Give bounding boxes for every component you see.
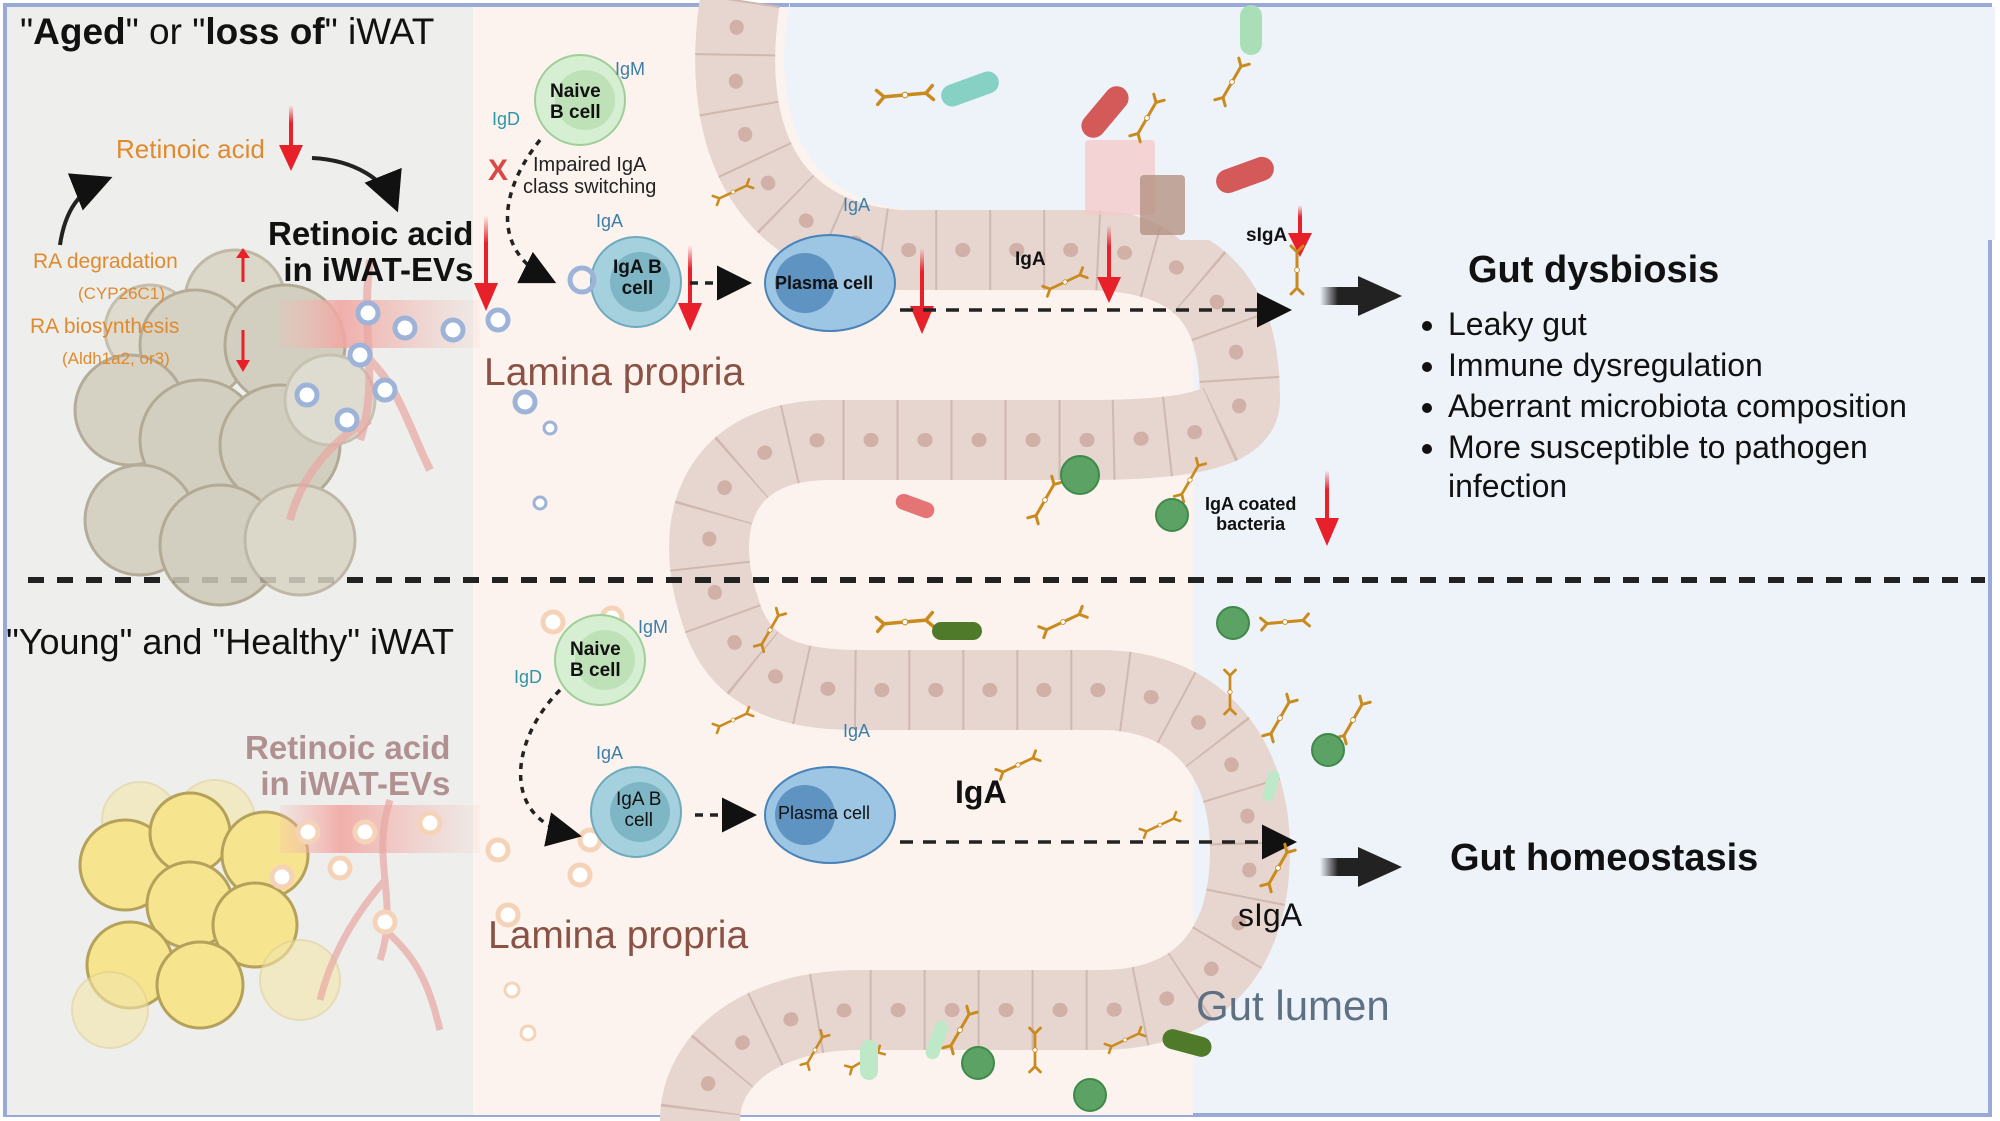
- ra-in-evs-line1: Retinoic acid: [245, 729, 451, 766]
- plasma-cell-label-top: Plasma cell: [775, 273, 874, 293]
- plasma-cell-top: [764, 234, 896, 332]
- top-panel-title: "Aged" or "loss of" iWAT: [20, 11, 435, 53]
- iga-b-cell-label-bottom: IgA B cell: [616, 789, 662, 832]
- iga-coated-bacteria-label: IgA coated bacteria: [1205, 494, 1297, 535]
- naive-line1: Naive: [550, 81, 601, 102]
- dying-epithelial-cell: [1140, 175, 1185, 235]
- igd-label-bottom: IgD: [514, 667, 543, 687]
- naive-b-cell-bottom: [554, 614, 646, 706]
- block-x-icon: X: [488, 154, 508, 187]
- consequence-item: More susceptible to pathogen infection: [1448, 428, 1888, 506]
- lamina-propria-label-bottom: Lamina propria: [488, 914, 749, 957]
- naive-b-cell-label-top: Naive B cell: [550, 81, 601, 124]
- igm-label-top: IgM: [615, 59, 646, 79]
- iga-secreted-label-top: IgA: [1015, 249, 1046, 270]
- igd-label-top: IgD: [492, 109, 521, 129]
- title-part: " or ": [125, 11, 206, 52]
- outcome-arrow-bottom: [1320, 847, 1402, 887]
- plasma-cell-label-bottom: Plasma cell: [778, 803, 871, 823]
- capillaries-bottom: [316, 798, 444, 1031]
- damaged-epithelial-cells: [1085, 140, 1155, 215]
- gut-homeostasis-title: Gut homeostasis: [1450, 837, 1759, 879]
- ra-in-evs-bottom: Retinoic acid in iWAT-EVs: [245, 729, 451, 803]
- retinoic-acid-label: Retinoic acid: [116, 134, 265, 164]
- ra-in-evs-top: Retinoic acid in iWAT-EVs: [268, 215, 474, 289]
- title-part-bold: Aged: [33, 11, 126, 52]
- naive-b-cell-top: [534, 54, 626, 146]
- ev-docking-top: [567, 265, 597, 295]
- plasma-iga-label-bottom: IgA: [843, 721, 871, 741]
- impaired-class-switching-note: Impaired IgA class switching: [523, 154, 656, 198]
- lamina-propria-label-top: Lamina propria: [484, 351, 745, 394]
- consequence-item: Aberrant microbiota composition: [1448, 387, 1992, 426]
- naive-line2: B cell: [570, 659, 621, 681]
- iga-b-cell-top: [590, 236, 682, 328]
- iga-secreted-label-bottom: IgA: [955, 774, 1007, 810]
- title-part-bold: loss of: [205, 11, 325, 52]
- naive-line1: Naive: [570, 639, 621, 660]
- iga-b-cell-iga-label-bottom: IgA: [596, 743, 624, 763]
- iga-b-line2: cell: [621, 277, 654, 299]
- impaired-line1: Impaired IgA: [533, 154, 647, 176]
- coated-line2: bacteria: [1216, 513, 1286, 534]
- gut-dysbiosis-title: Gut dysbiosis: [1468, 249, 1720, 291]
- iga-b-line1: IgA B: [613, 257, 662, 278]
- coated-line1: IgA coated: [1205, 494, 1297, 514]
- class-switch-path-bottom: [518, 688, 582, 847]
- title-part: ": [20, 11, 34, 52]
- decrease-arrows-top: [236, 105, 1339, 546]
- siga-label-top: sIgA: [1246, 225, 1288, 246]
- ra-in-evs-line2: in iWAT-EVs: [283, 251, 474, 289]
- ra-degradation-label: RA degradation: [33, 250, 178, 273]
- evs-bottom: [272, 608, 622, 1042]
- plasma-cell-bottom: [764, 766, 896, 864]
- ra-cycle-arrow-right: [311, 156, 402, 213]
- outcome-arrow-top: [1320, 276, 1402, 316]
- consequence-item: Leaky gut: [1448, 305, 1992, 344]
- siga-label-bottom: sIgA: [1238, 897, 1303, 933]
- iga-b-line1: IgA B: [616, 789, 662, 810]
- bacteria: [860, 5, 1280, 1080]
- ra-in-evs-line2: in iWAT-EVs: [260, 765, 451, 803]
- iga-b-cell-bottom: [590, 766, 682, 858]
- bottom-panel-title: "Young" and "Healthy" iWAT: [6, 621, 455, 662]
- ra-cycle-arrow-left: [58, 173, 113, 246]
- lumen-upper: [784, 0, 1995, 240]
- ra-in-evs-line1: Retinoic acid: [268, 215, 474, 252]
- ra-biosynthesis-gene: (Aldh1a2, or3): [62, 349, 170, 368]
- evs-top: [297, 303, 558, 511]
- impaired-line2: class switching: [523, 176, 657, 198]
- igm-label-bottom: IgM: [638, 617, 669, 637]
- naive-b-cell-label-bottom: Naive B cell: [570, 639, 621, 682]
- class-switch-path-top: [505, 138, 557, 284]
- ra-biosynthesis-label: RA biosynthesis: [30, 315, 180, 338]
- iga-b-cell-label-top: IgA B cell: [613, 257, 662, 300]
- gut-lumen-label: Gut lumen: [1196, 982, 1390, 1029]
- iga-b-line2: cell: [624, 809, 653, 831]
- consequence-item: Immune dysregulation: [1448, 346, 1992, 385]
- iga-coated-bacteria: [961, 455, 1345, 1112]
- naive-line2: B cell: [550, 101, 601, 123]
- title-part: " iWAT: [324, 11, 435, 52]
- iga-b-cell-iga-label-top: IgA: [596, 211, 624, 231]
- dysbiosis-consequences-list: Leaky gut Immune dysregulation Aberrant …: [1412, 305, 1992, 508]
- plasma-iga-label-top: IgA: [843, 195, 871, 215]
- ra-degradation-gene: (CYP26C1): [78, 284, 165, 303]
